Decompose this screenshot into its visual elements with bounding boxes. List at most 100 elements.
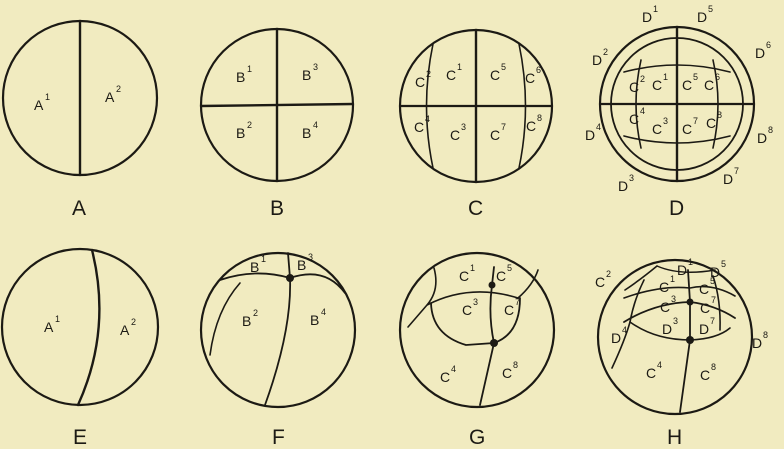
- svg-text:C: C: [490, 67, 500, 83]
- svg-text:4: 4: [425, 114, 430, 124]
- panel-e: A1 A2 E: [2, 249, 158, 449]
- svg-text:3: 3: [629, 173, 634, 183]
- svg-text:A: A: [105, 89, 115, 105]
- svg-text:D: D: [585, 127, 595, 143]
- svg-text:3: 3: [671, 294, 676, 304]
- svg-text:C: C: [462, 302, 472, 318]
- svg-text:D: D: [618, 178, 628, 194]
- svg-text:C: C: [526, 118, 536, 134]
- svg-text:D: D: [757, 130, 767, 146]
- svg-text:D: D: [752, 335, 762, 351]
- svg-text:C: C: [682, 121, 692, 137]
- lateral-furrow: [408, 305, 427, 327]
- svg-text:B: B: [302, 125, 311, 141]
- svg-text:C: C: [700, 300, 710, 316]
- svg-text:7: 7: [515, 297, 520, 307]
- svg-text:A: A: [120, 322, 130, 338]
- svg-text:C: C: [699, 281, 709, 297]
- svg-text:1: 1: [470, 263, 475, 273]
- svg-text:C: C: [660, 299, 670, 315]
- svg-text:C: C: [490, 127, 500, 143]
- first-cleavage-furrow: [78, 250, 99, 405]
- cell-label-c7: C7: [682, 116, 698, 137]
- svg-text:1: 1: [653, 4, 658, 14]
- cell-label-c4: C4: [646, 360, 662, 381]
- svg-text:D: D: [662, 321, 672, 337]
- svg-text:B: B: [242, 313, 251, 329]
- svg-text:5: 5: [507, 263, 512, 273]
- cell-label-d4: D4: [611, 325, 627, 346]
- cell-label-c5: C5: [496, 263, 512, 284]
- svg-text:3: 3: [313, 62, 318, 72]
- svg-text:2: 2: [131, 317, 136, 327]
- polar-junction-dot-lower: [490, 339, 498, 347]
- cell-label-c8: C8: [700, 362, 716, 383]
- svg-text:2: 2: [640, 74, 645, 84]
- svg-text:C: C: [502, 365, 512, 381]
- cell-label-b3: B3: [302, 62, 318, 83]
- svg-text:5: 5: [708, 4, 713, 14]
- svg-text:8: 8: [768, 125, 773, 135]
- cell-label-d4: D4: [585, 122, 601, 143]
- panel-caption: E: [73, 426, 87, 449]
- polar-junction-dot-upper: [489, 282, 496, 289]
- svg-text:5: 5: [710, 276, 715, 286]
- svg-text:3: 3: [473, 297, 478, 307]
- cell-label-c1: C1: [659, 274, 675, 295]
- svg-text:C: C: [450, 127, 460, 143]
- svg-text:4: 4: [451, 364, 456, 374]
- svg-text:6: 6: [536, 65, 541, 75]
- cell-label-c7: C7: [700, 295, 716, 316]
- panel-caption: C: [468, 197, 483, 220]
- cell-label-d1: D1: [642, 4, 658, 25]
- svg-text:D: D: [677, 262, 687, 278]
- cell-label-c8: C8: [502, 360, 518, 381]
- svg-text:7: 7: [693, 116, 698, 126]
- svg-text:1: 1: [670, 274, 675, 284]
- cell-label-a1: A1: [44, 314, 60, 335]
- svg-text:C: C: [440, 369, 450, 385]
- panel-caption: H: [667, 426, 682, 449]
- panel-caption: F: [272, 426, 285, 449]
- svg-text:B: B: [302, 67, 311, 83]
- lateral-furrow: [210, 283, 240, 355]
- equatorial-furrow: [624, 302, 735, 322]
- svg-text:A: A: [34, 97, 44, 113]
- panel-h: D1 D5 C2 C1 C5 C3 C7 D3 D7 D4 C4 C8 D8 H: [595, 257, 768, 449]
- cell-label-c1: C1: [446, 62, 462, 83]
- svg-text:C: C: [646, 365, 656, 381]
- svg-text:7: 7: [710, 316, 715, 326]
- svg-text:3: 3: [673, 316, 678, 326]
- panel-caption: G: [469, 426, 485, 449]
- svg-text:C: C: [595, 274, 605, 290]
- svg-text:5: 5: [501, 62, 506, 72]
- svg-text:C: C: [700, 367, 710, 383]
- svg-text:3: 3: [461, 122, 466, 132]
- panel-a: A1 A2 A: [3, 21, 157, 220]
- cell-outline: [2, 249, 158, 405]
- upper-furrow: [427, 268, 538, 305]
- panel-d: D1 D5 D2 D6 C2 C1 C5 C6 C4 C3 C7 C8 D4 D…: [585, 4, 773, 220]
- svg-text:C: C: [629, 79, 639, 95]
- svg-text:1: 1: [261, 254, 266, 264]
- svg-text:D: D: [699, 321, 709, 337]
- svg-text:D: D: [642, 9, 652, 25]
- svg-text:8: 8: [537, 113, 542, 123]
- svg-text:D: D: [592, 52, 602, 68]
- svg-text:2: 2: [116, 84, 121, 94]
- svg-text:B: B: [236, 125, 245, 141]
